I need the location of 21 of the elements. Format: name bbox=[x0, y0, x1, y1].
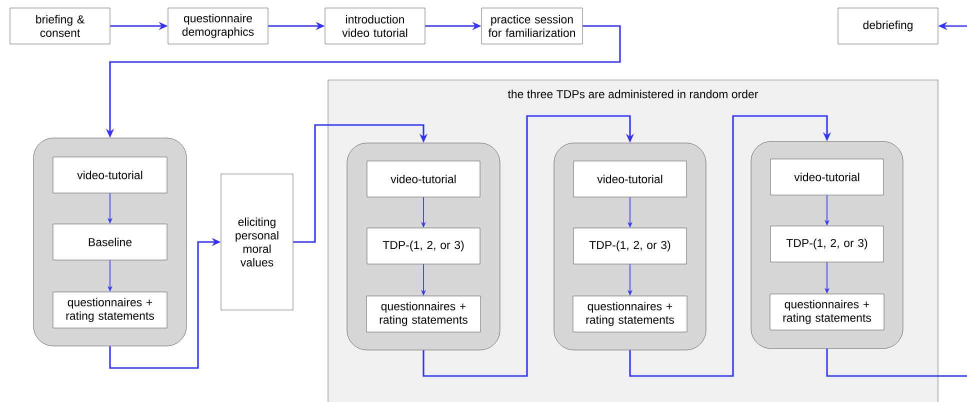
step-box: questionnaires + rating statements bbox=[572, 296, 688, 332]
process-box: eliciting personal moral values bbox=[220, 174, 294, 310]
arrow bbox=[422, 115, 634, 377]
step-box: questionnaires + rating statements bbox=[52, 292, 168, 328]
step-box: practice session for familiarization bbox=[481, 8, 583, 44]
step-box: video-tutorial bbox=[573, 160, 687, 198]
step-box: TDP-(1, 2, or 3) bbox=[770, 226, 884, 262]
arrow bbox=[293, 124, 428, 243]
step-box: video-tutorial bbox=[366, 160, 480, 198]
step-box: Baseline bbox=[52, 224, 168, 260]
arrow bbox=[629, 115, 832, 377]
step-box: questionnaires + rating statements bbox=[770, 294, 884, 330]
step-box: briefing & consent bbox=[10, 8, 110, 44]
step-box: video-tutorial bbox=[52, 156, 168, 194]
step-box: TDP-(1, 2, or 3) bbox=[366, 228, 480, 264]
step-box: questionnaire demographics bbox=[168, 8, 268, 44]
step-box: debriefing bbox=[838, 8, 938, 44]
step-box: video-tutorial bbox=[770, 158, 884, 196]
step-box: questionnaires + rating statements bbox=[366, 296, 481, 332]
step-box: introduction video tutorial bbox=[324, 8, 426, 44]
step-box: TDP-(1, 2, or 3) bbox=[573, 228, 687, 264]
